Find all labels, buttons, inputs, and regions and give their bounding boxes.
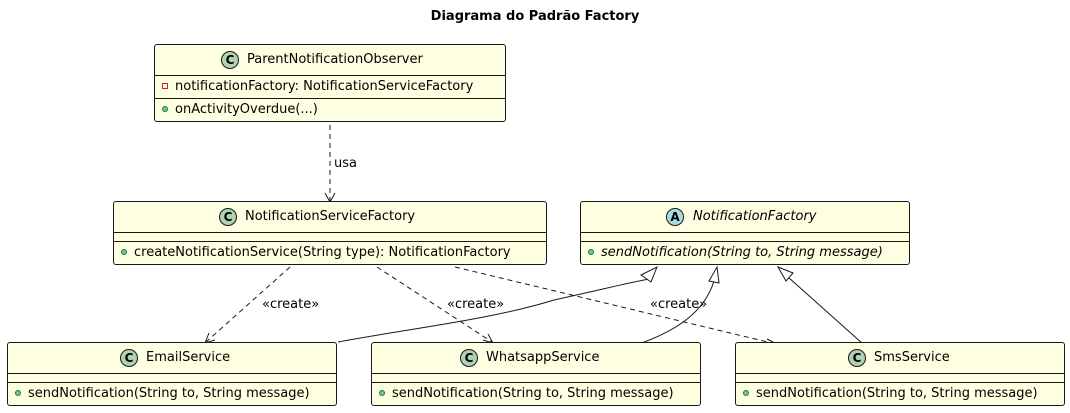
email-inherits-line bbox=[337, 278, 651, 343]
methods-section: sendNotification(String to, String messa… bbox=[8, 382, 336, 405]
method-send-notification: sendNotification(String to, String messa… bbox=[736, 385, 1064, 402]
field-notification-factory: notificationFactory: NotificationService… bbox=[155, 78, 505, 95]
create-email-label: «create» bbox=[262, 297, 320, 312]
create-sms-line bbox=[454, 266, 777, 345]
fields-section bbox=[736, 373, 1064, 382]
whatsapp-inherits-triangle bbox=[708, 265, 720, 284]
class-name: EmailService bbox=[146, 350, 231, 365]
create-email-line bbox=[205, 266, 291, 343]
email-inherits-triangle bbox=[640, 265, 658, 283]
class-notification-factory[interactable]: A NotificationFactory sendNotification(S… bbox=[580, 201, 910, 265]
class-name: WhatsappService bbox=[486, 350, 600, 365]
class-whatsapp-service[interactable]: C WhatsappService sendNotification(Strin… bbox=[371, 342, 701, 406]
public-visibility-icon bbox=[162, 106, 168, 112]
class-header: C EmailService bbox=[8, 343, 336, 373]
sms-inherits-triangle bbox=[776, 266, 794, 282]
class-name: NotificationFactory bbox=[693, 209, 817, 224]
abstract-stereotype-icon: A bbox=[666, 208, 684, 226]
class-header: C SmsService bbox=[736, 343, 1064, 373]
methods-section: sendNotification(String to, String messa… bbox=[372, 382, 700, 405]
class-stereotype-icon: C bbox=[460, 349, 478, 367]
class-parent-notification-observer[interactable]: C ParentNotificationObserver notificatio… bbox=[154, 44, 506, 122]
method-create-notification-service: createNotificationService(String type): … bbox=[114, 244, 546, 261]
class-stereotype-icon: C bbox=[120, 349, 138, 367]
whatsapp-inherits-line bbox=[635, 280, 715, 346]
fields-section bbox=[372, 373, 700, 382]
fields-section: notificationFactory: NotificationService… bbox=[155, 75, 505, 98]
private-visibility-icon bbox=[162, 83, 168, 89]
public-visibility-icon bbox=[121, 249, 127, 255]
methods-section: createNotificationService(String type): … bbox=[114, 241, 546, 264]
class-stereotype-icon: C bbox=[221, 51, 239, 69]
public-visibility-icon bbox=[743, 390, 749, 396]
class-stereotype-icon: C bbox=[219, 208, 237, 226]
class-name: ParentNotificationObserver bbox=[247, 52, 423, 67]
fields-section bbox=[114, 232, 546, 241]
methods-section: sendNotification(String to, String messa… bbox=[736, 382, 1064, 405]
class-header: A NotificationFactory bbox=[581, 202, 909, 232]
public-visibility-icon bbox=[379, 390, 385, 396]
create-sms-label: «create» bbox=[650, 297, 708, 312]
class-stereotype-icon: C bbox=[848, 349, 866, 367]
methods-section: onActivityOverdue(...) bbox=[155, 98, 505, 121]
create-whatsapp-label: «create» bbox=[447, 297, 505, 312]
fields-section bbox=[581, 232, 909, 241]
public-visibility-icon bbox=[15, 390, 21, 396]
class-notification-service-factory[interactable]: C NotificationServiceFactory createNotif… bbox=[113, 201, 547, 265]
diagram-title: Diagrama do Padrão Factory bbox=[430, 9, 640, 24]
class-header: C ParentNotificationObserver bbox=[155, 45, 505, 75]
class-sms-service[interactable]: C SmsService sendNotification(String to,… bbox=[735, 342, 1065, 406]
public-visibility-icon bbox=[588, 249, 594, 255]
method-on-activity-overdue: onActivityOverdue(...) bbox=[155, 101, 505, 118]
method-send-notification: sendNotification(String to, String messa… bbox=[581, 244, 909, 261]
class-name: NotificationServiceFactory bbox=[245, 209, 416, 224]
class-header: C WhatsappService bbox=[372, 343, 700, 373]
create-whatsapp-line bbox=[376, 266, 493, 343]
uses-label: usa bbox=[334, 156, 357, 171]
method-send-notification: sendNotification(String to, String messa… bbox=[372, 385, 700, 402]
class-email-service[interactable]: C EmailService sendNotification(String t… bbox=[7, 342, 337, 406]
fields-section bbox=[8, 373, 336, 382]
sms-inherits-line bbox=[787, 276, 864, 345]
class-header: C NotificationServiceFactory bbox=[114, 202, 546, 232]
method-send-notification: sendNotification(String to, String messa… bbox=[8, 385, 336, 402]
methods-section: sendNotification(String to, String messa… bbox=[581, 241, 909, 264]
class-name: SmsService bbox=[874, 350, 950, 365]
